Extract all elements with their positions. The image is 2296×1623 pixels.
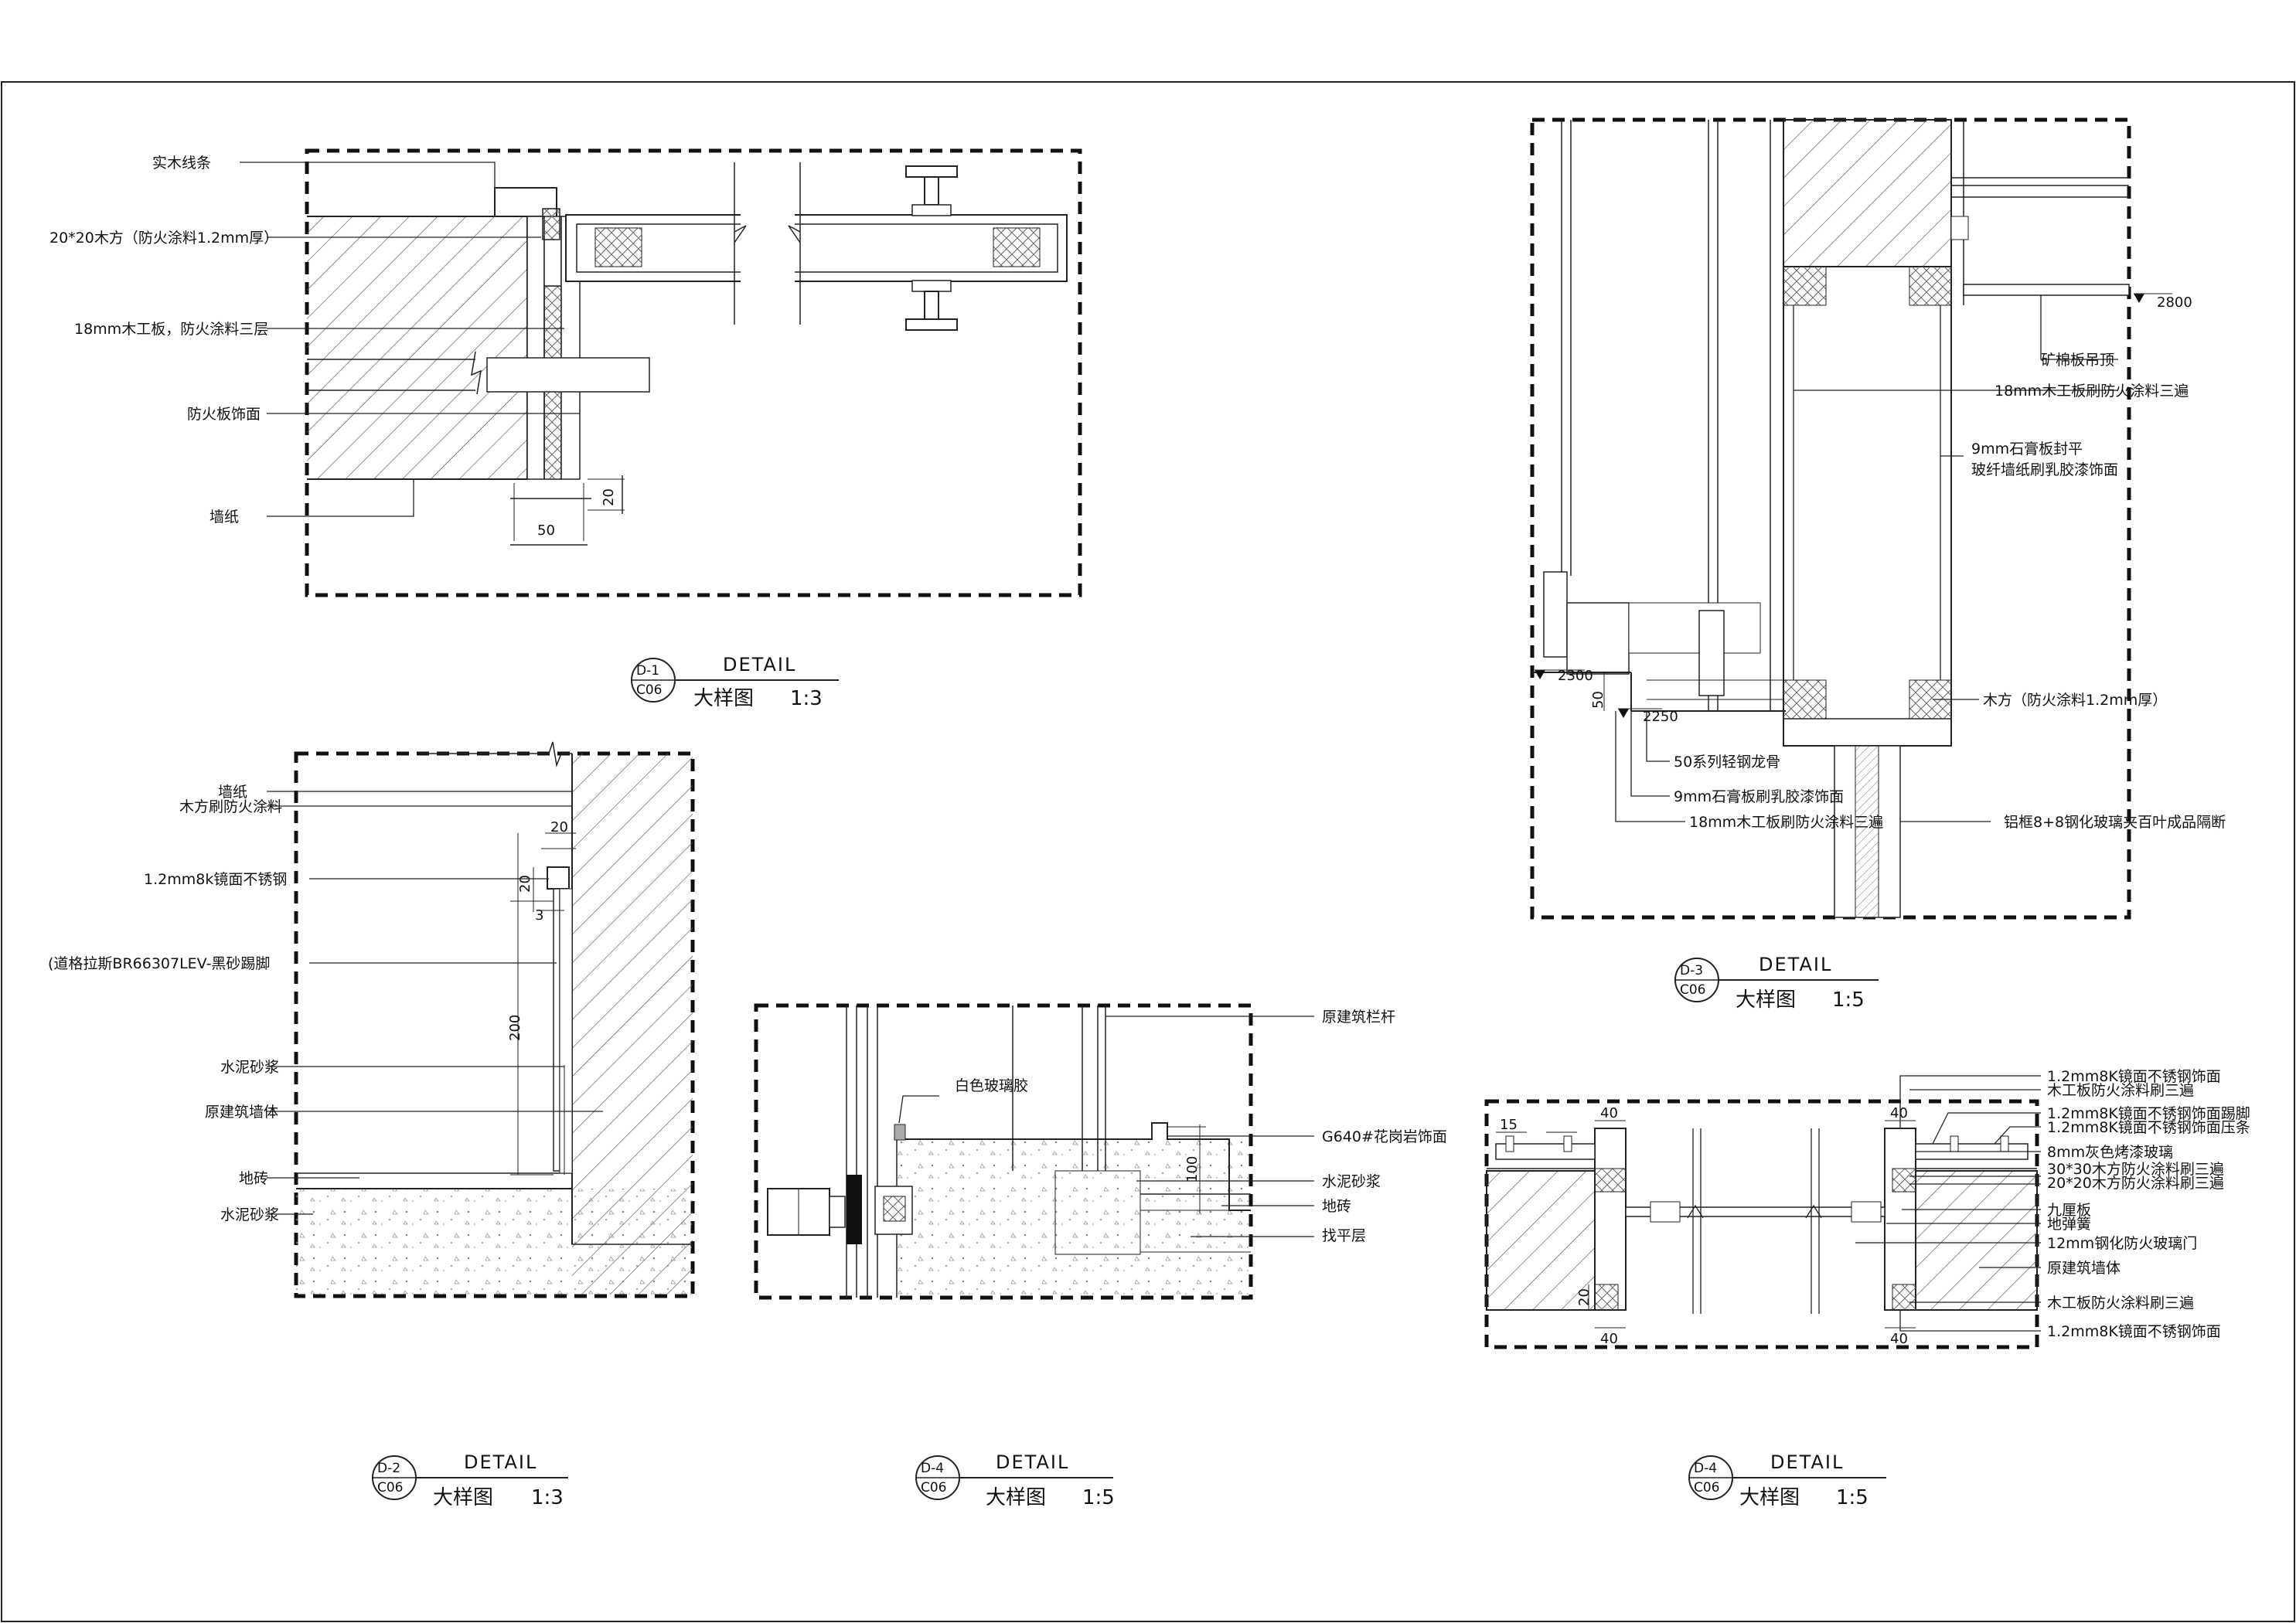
d2-label-3: (道格拉斯BR66307LEV-黑砂踢脚 [48,955,270,972]
d4d-label-2: 1.2mm8K镜面不锈钢饰面踢脚 [2047,1105,2250,1122]
d3-label-3: 玻纤墙纸刷乳胶漆饰面 [1971,461,2118,478]
d2-label-4: 水泥砂浆 [220,1059,279,1076]
d4d-label-7: 九厘板 [2047,1202,2091,1219]
d3-label-8: 铝框8+8钢化玻璃夹百叶成品隔断 [2004,814,2226,831]
detail-d4-door: 40 15 40 40 20 40 1.2mm8K镜面不锈钢饰面 木工板防火涂料… [1484,1068,2250,1509]
d1-dim-20: 20 [601,488,617,506]
d3-dim-50: 50 [1590,691,1606,709]
d2-tag-bottom: C06 [377,1480,404,1495]
d3-label-5: 50系列轻钢龙骨 [1674,754,1780,771]
d3-title-block: D-3 C06 DETAIL 大样图 1:5 [1674,954,1879,1012]
d4r-label-3: 水泥砂浆 [1322,1173,1381,1190]
d3-scale: 1:5 [1832,988,1865,1012]
d4d-label-0: 1.2mm8K镜面不锈钢饰面 [2047,1068,2221,1085]
d1-label-3: 防火板饰面 [187,406,261,423]
d2-dim-20a: 20 [550,819,568,835]
d4d-dim-40-bottom-right: 40 [1890,1331,1908,1347]
detail-d1: 50 20 实木线条 20*20木方（防火涂料1.2mm厚） 18mm木工板，防… [49,148,1082,710]
d4r-name: 大样图 [986,1486,1046,1509]
d1-title-block: D-1 C06 DETAIL 大样图 1:3 [631,654,839,710]
d4d-dim-15: 15 [1500,1117,1518,1133]
d4d-heading: DETAIL [1770,1451,1844,1473]
d4r-tag-bottom: C06 [921,1480,947,1495]
d1-label-0: 实木线条 [152,155,211,172]
d4r-label-1: 白色玻璃胶 [955,1077,1028,1094]
d4d-label-11: 木工板防火涂料刷三遍 [2047,1295,2194,1312]
d4d-label-8: 地弹簧 [2047,1216,2091,1233]
d1-label-4: 墙纸 [210,509,239,526]
d3-label-4: 木方（防火涂料1.2mm厚） [1983,692,2167,709]
d4r-label-0: 原建筑栏杆 [1322,1009,1395,1026]
d2-dim-200: 200 [507,1015,523,1041]
detail-d2: 20 20 3 200 墙纸 木方刷防火涂料 1.2mm8k镜面不锈钢 (道格拉… [48,741,695,1509]
d3-name: 大样图 [1736,988,1796,1012]
d3-elev-2800: 2800 [2157,294,2192,311]
d2-heading: DETAIL [464,1451,537,1473]
d2-label-6: 地砖 [239,1170,268,1187]
d1-label-1: 20*20木方（防火涂料1.2mm厚） [49,230,278,247]
d4d-tag-top: D-4 [1694,1461,1717,1476]
d4d-title-block: D-4 C06 DETAIL 大样图 1:5 [1688,1451,1886,1509]
d4d-label-4: 8mm灰色烤漆玻璃 [2047,1144,2173,1161]
d4d-tag-bottom: C06 [1694,1480,1720,1495]
d4r-tag-top: D-4 [921,1461,944,1476]
d3-elev-2300: 2300 [1558,668,1593,684]
d1-tag-top: D-1 [636,663,659,679]
d4d-label-9: 12mm钢化防火玻璃门 [2047,1235,2197,1252]
d3-label-0: 矿棉板吊顶 [2041,352,2114,369]
d4d-dim-40-bottom-left: 40 [1600,1331,1618,1347]
d4d-scale: 1:5 [1836,1486,1868,1509]
d4d-dim-40-top-left: 40 [1600,1105,1618,1121]
d2-scale: 1:3 [531,1486,564,1509]
d2-label-0: 墙纸 [218,784,247,801]
d2-label-5: 原建筑墙体 [205,1104,278,1121]
d2-label-1: 木方刷防火涂料 [179,798,282,815]
d1-dim-50: 50 [537,522,555,539]
d4d-dim-20: 20 [1576,1288,1593,1306]
d3-label-1: 18mm木工板刷防火涂料三遍 [1995,383,2189,400]
d1-scale: 1:3 [790,687,823,710]
d3-label-2: 9mm石膏板封平 [1971,440,2083,458]
sheet-frame [1,81,2295,1622]
d3-label-7: 18mm木工板刷防火涂料三遍 [1689,814,1883,831]
d4r-label-5: 找平层 [1322,1227,1366,1244]
d4d-dim-40-top-right: 40 [1890,1105,1908,1121]
d2-name: 大样图 [433,1486,493,1509]
d1-tag-bottom: C06 [636,682,663,698]
d4d-label-10: 原建筑墙体 [2047,1260,2121,1277]
d1-label-2: 18mm木工板，防火涂料三层 [74,321,268,338]
detail-d3: 2800 2300 2250 50 矿棉板吊顶 18mm木工板刷防火涂料三遍 9… [1530,117,2226,1012]
d4r-label-2: G640#花岗岩饰面 [1322,1128,1447,1145]
d1-heading: DETAIL [723,654,796,675]
d4r-title-block: D-4 C06 DETAIL 大样图 1:5 [915,1451,1115,1509]
d4d-label-6: 20*20木方防火涂料刷三遍 [2047,1175,2224,1192]
d3-label-6: 9mm石膏板刷乳胶漆饰面 [1674,788,1844,805]
d3-elev-2250: 2250 [1643,709,1678,725]
d3-tag-top: D-3 [1680,963,1703,978]
d4r-dim-100: 100 [1184,1156,1201,1182]
d4r-scale: 1:5 [1082,1486,1115,1509]
d4r-label-4: 地砖 [1322,1198,1351,1215]
detail-d3-frame [1530,117,2131,920]
d2-dim-3: 3 [535,907,543,924]
d4d-label-1: 木工板防火涂料刷三遍 [2047,1082,2194,1099]
d3-tag-bottom: C06 [1680,982,1706,998]
detail-d4-railing: 100 原建筑栏杆 白色玻璃胶 G640#花岗岩饰面 水泥砂浆 地砖 找平层 D… [754,1003,1447,1509]
d4r-heading: DETAIL [996,1451,1069,1473]
d4d-label-5: 30*30木方防火涂料刷三遍 [2047,1161,2224,1178]
d2-label-2: 1.2mm8k镜面不锈钢 [144,871,287,888]
d2-title-block: D-2 C06 DETAIL 大样图 1:3 [372,1451,568,1509]
d2-tag-top: D-2 [377,1461,400,1476]
d1-name: 大样图 [693,687,754,710]
d4d-label-3: 1.2mm8K镜面不锈钢饰面压条 [2047,1119,2250,1136]
d4d-name: 大样图 [1739,1486,1800,1509]
d2-dim-20b: 20 [517,875,533,893]
d3-heading: DETAIL [1759,954,1832,975]
d4d-label-12: 1.2mm8K镜面不锈钢饰面 [2047,1323,2221,1340]
d2-label-7: 水泥砂浆 [220,1206,279,1223]
